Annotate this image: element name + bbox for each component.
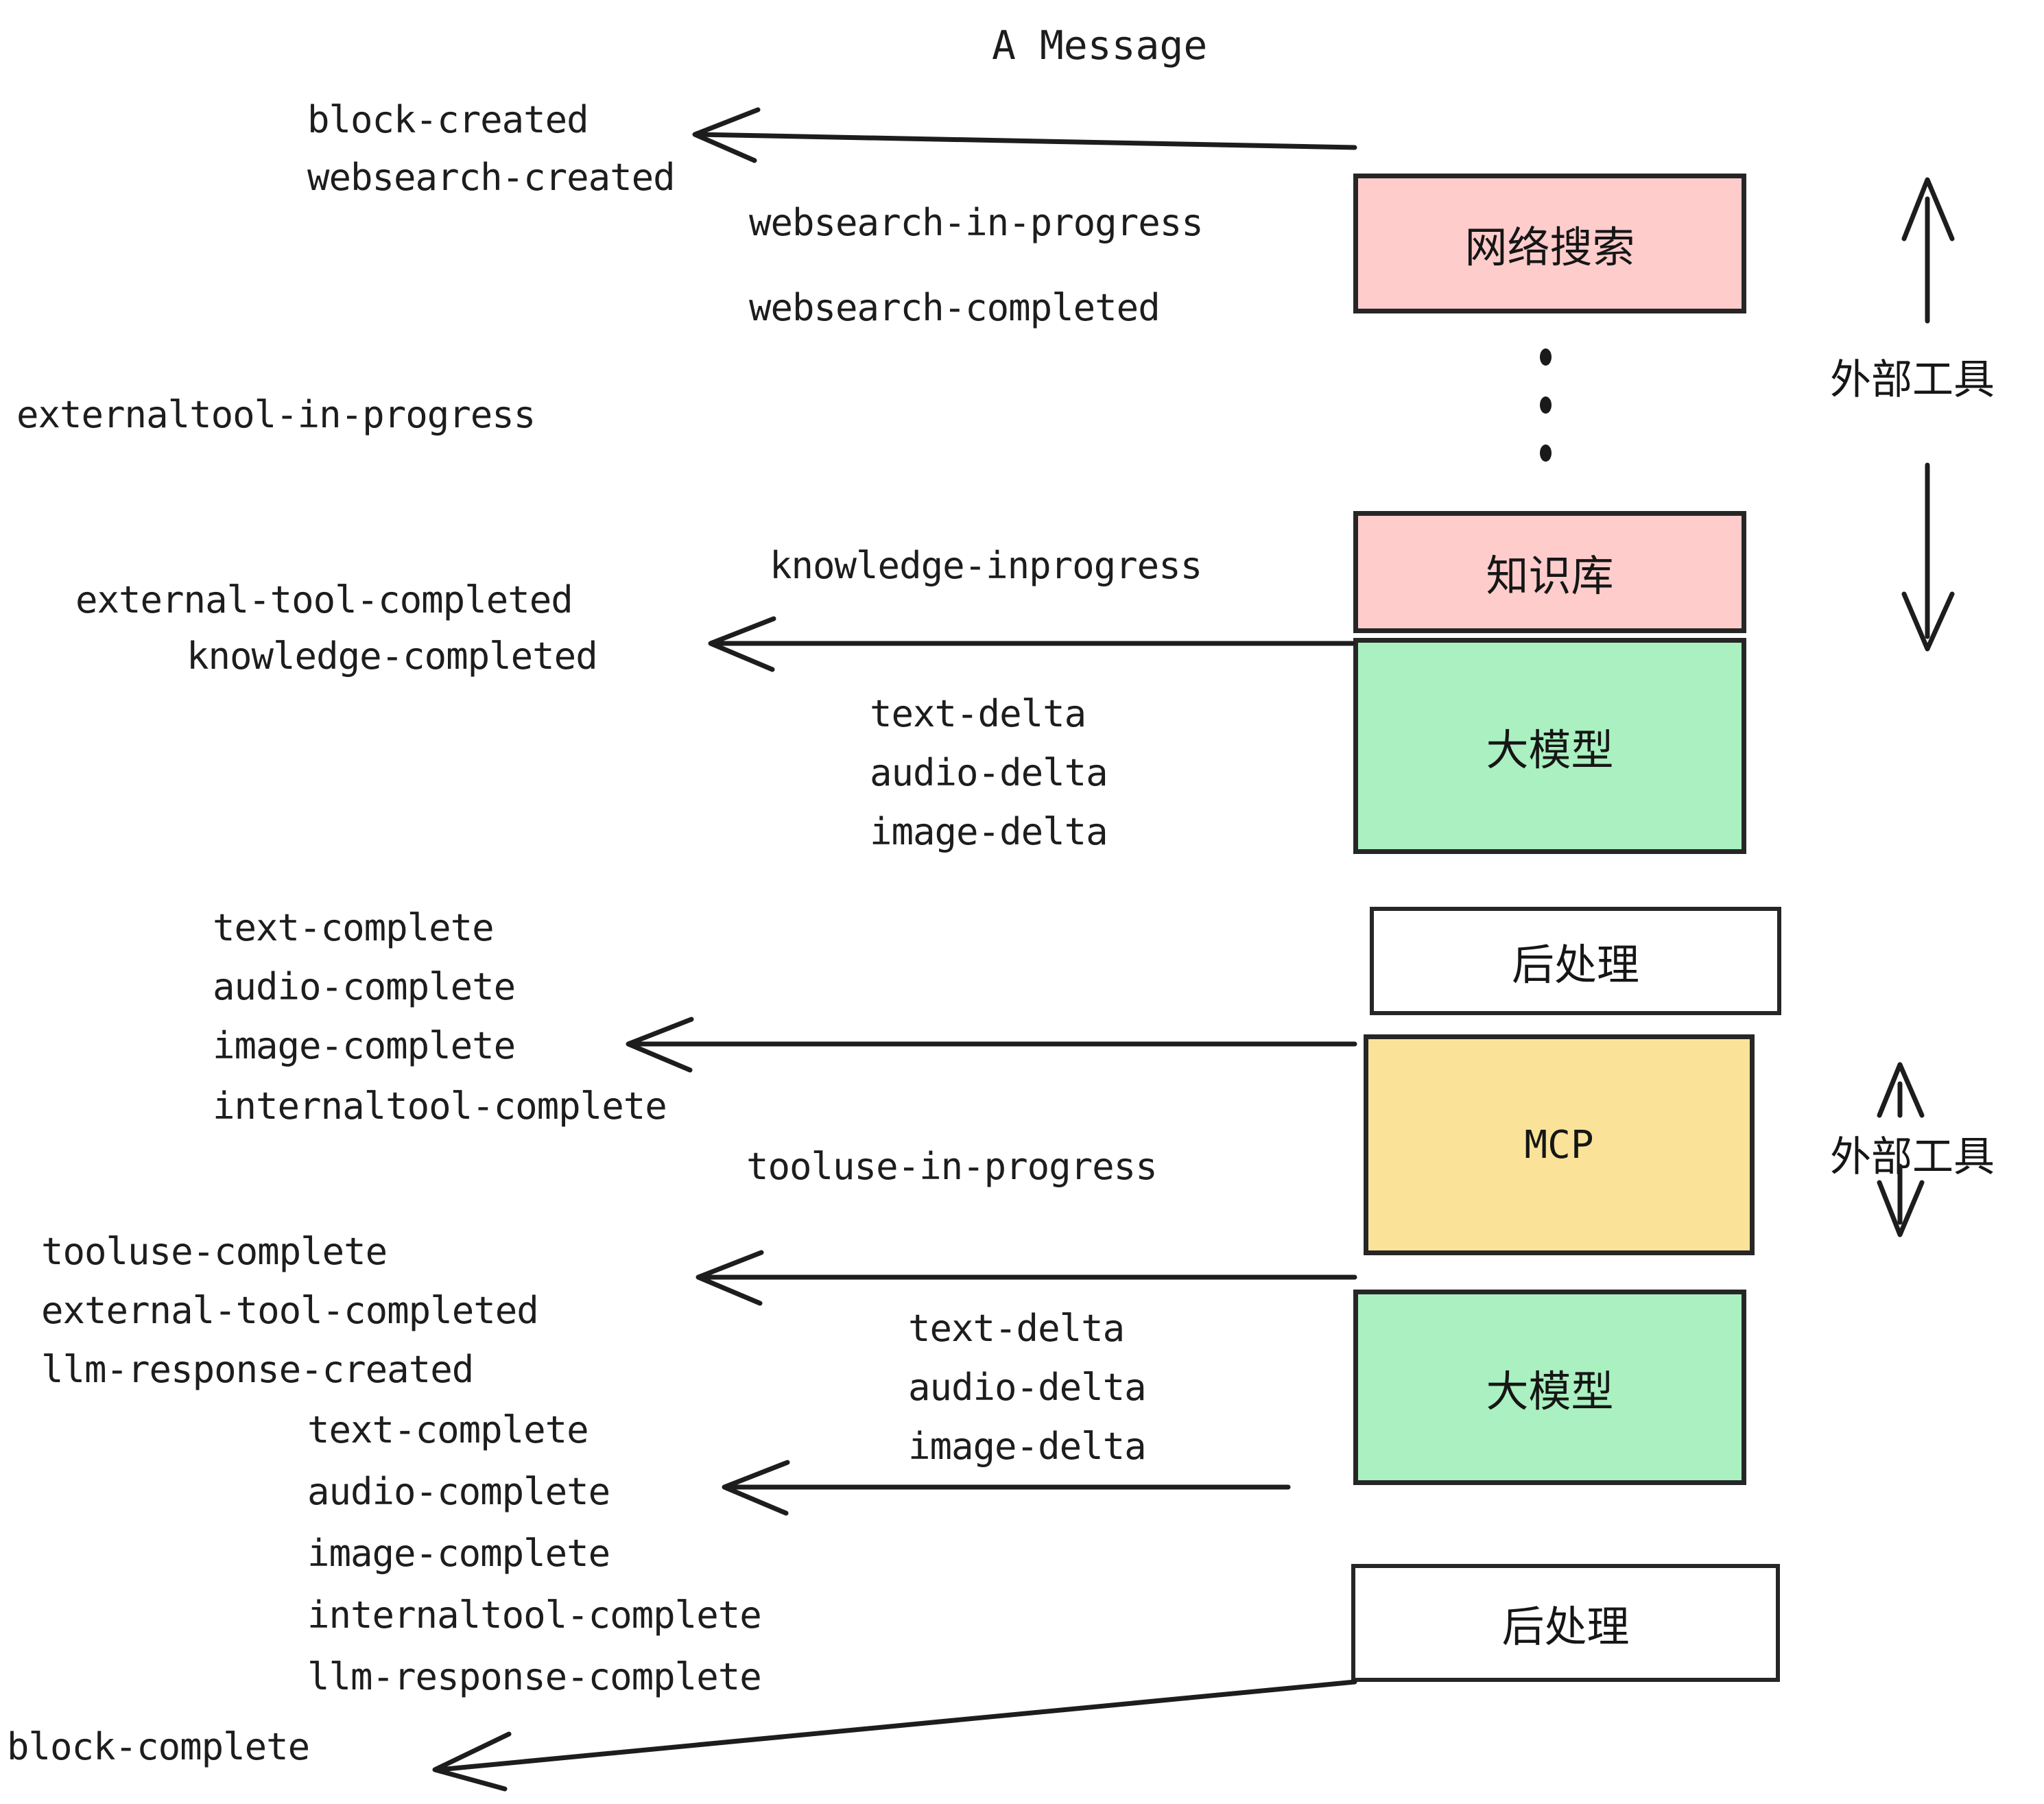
event-websearch-created: websearch-created bbox=[307, 156, 676, 199]
box-llm-1[interactable]: 大模型 bbox=[1353, 638, 1746, 854]
side-label-external-tools-top: 外部工具 bbox=[1830, 356, 1995, 404]
event-text-delta-2: text-delta bbox=[908, 1307, 1125, 1350]
event-image-delta-1: image-delta bbox=[870, 810, 1108, 853]
event-external-tool-completed-1: external-tool-completed bbox=[75, 578, 573, 621]
event-audio-complete-1: audio-complete bbox=[213, 965, 516, 1008]
box-mcp-label: MCP bbox=[1524, 1122, 1594, 1167]
event-audio-complete-2: audio-complete bbox=[307, 1470, 610, 1513]
arrow-llm2-to-audio-complete bbox=[722, 1460, 1291, 1516]
arrow-knowledge-to-completed bbox=[708, 616, 1355, 672]
event-image-delta-2: image-delta bbox=[908, 1425, 1147, 1468]
event-websearch-completed: websearch-completed bbox=[749, 286, 1161, 329]
event-block-complete: block-complete bbox=[7, 1725, 310, 1768]
event-block-created: block-created bbox=[307, 98, 589, 141]
ellipsis-dot-3 bbox=[1540, 444, 1552, 462]
diagram-title: A Message bbox=[992, 22, 1208, 69]
box-postprocess-2-label: 后处理 bbox=[1501, 1602, 1630, 1652]
arrow-mcp-to-tooluse-complete bbox=[696, 1250, 1357, 1306]
box-mcp[interactable]: MCP bbox=[1364, 1034, 1755, 1255]
event-internaltool-complete-2: internaltool-complete bbox=[307, 1593, 762, 1637]
event-knowledge-inprogress: knowledge-inprogress bbox=[770, 544, 1202, 587]
event-image-complete-1: image-complete bbox=[213, 1024, 516, 1067]
event-websearch-in-progress: websearch-in-progress bbox=[749, 201, 1204, 244]
arrow-external-tools-top bbox=[1901, 177, 1955, 652]
event-knowledge-completed: knowledge-completed bbox=[187, 634, 598, 678]
box-postprocess-1-label: 后处理 bbox=[1511, 940, 1639, 990]
event-text-complete-1: text-complete bbox=[213, 906, 495, 949]
event-internaltool-complete-1: internaltool-complete bbox=[213, 1084, 667, 1128]
event-text-complete-2: text-complete bbox=[307, 1408, 589, 1451]
box-websearch-label: 网络搜索 bbox=[1464, 222, 1635, 272]
event-audio-delta-2: audio-delta bbox=[908, 1366, 1147, 1409]
event-llm-response-complete: llm-response-complete bbox=[307, 1655, 762, 1698]
box-websearch[interactable]: 网络搜索 bbox=[1353, 174, 1746, 313]
event-image-complete-2: image-complete bbox=[307, 1532, 610, 1575]
ellipsis-dot-1 bbox=[1540, 348, 1552, 366]
ellipsis-dot-2 bbox=[1540, 396, 1552, 414]
box-postprocess-1[interactable]: 后处理 bbox=[1370, 907, 1781, 1015]
box-postprocess-2[interactable]: 后处理 bbox=[1351, 1564, 1780, 1682]
arrow-llm1-to-image-complete bbox=[626, 1017, 1357, 1073]
box-llm-1-label: 大模型 bbox=[1486, 724, 1614, 775]
event-text-delta-1: text-delta bbox=[870, 692, 1086, 735]
box-llm-2[interactable]: 大模型 bbox=[1353, 1290, 1746, 1485]
event-tooluse-in-progress: tooluse-in-progress bbox=[746, 1145, 1158, 1188]
box-knowledge[interactable]: 知识库 bbox=[1353, 511, 1746, 633]
event-tooluse-complete: tooluse-complete bbox=[41, 1230, 388, 1273]
box-knowledge-label: 知识库 bbox=[1486, 551, 1614, 601]
event-externaltool-in-progress: externaltool-in-progress bbox=[16, 393, 536, 436]
event-audio-delta-1: audio-delta bbox=[870, 751, 1108, 794]
event-llm-response-created: llm-response-created bbox=[41, 1348, 474, 1391]
arrow-websearch-to-created bbox=[692, 107, 1357, 163]
box-llm-2-label: 大模型 bbox=[1486, 1366, 1614, 1416]
event-external-tool-completed-2: external-tool-completed bbox=[41, 1289, 539, 1332]
side-label-external-tools-bottom: 外部工具 bbox=[1830, 1133, 1995, 1181]
